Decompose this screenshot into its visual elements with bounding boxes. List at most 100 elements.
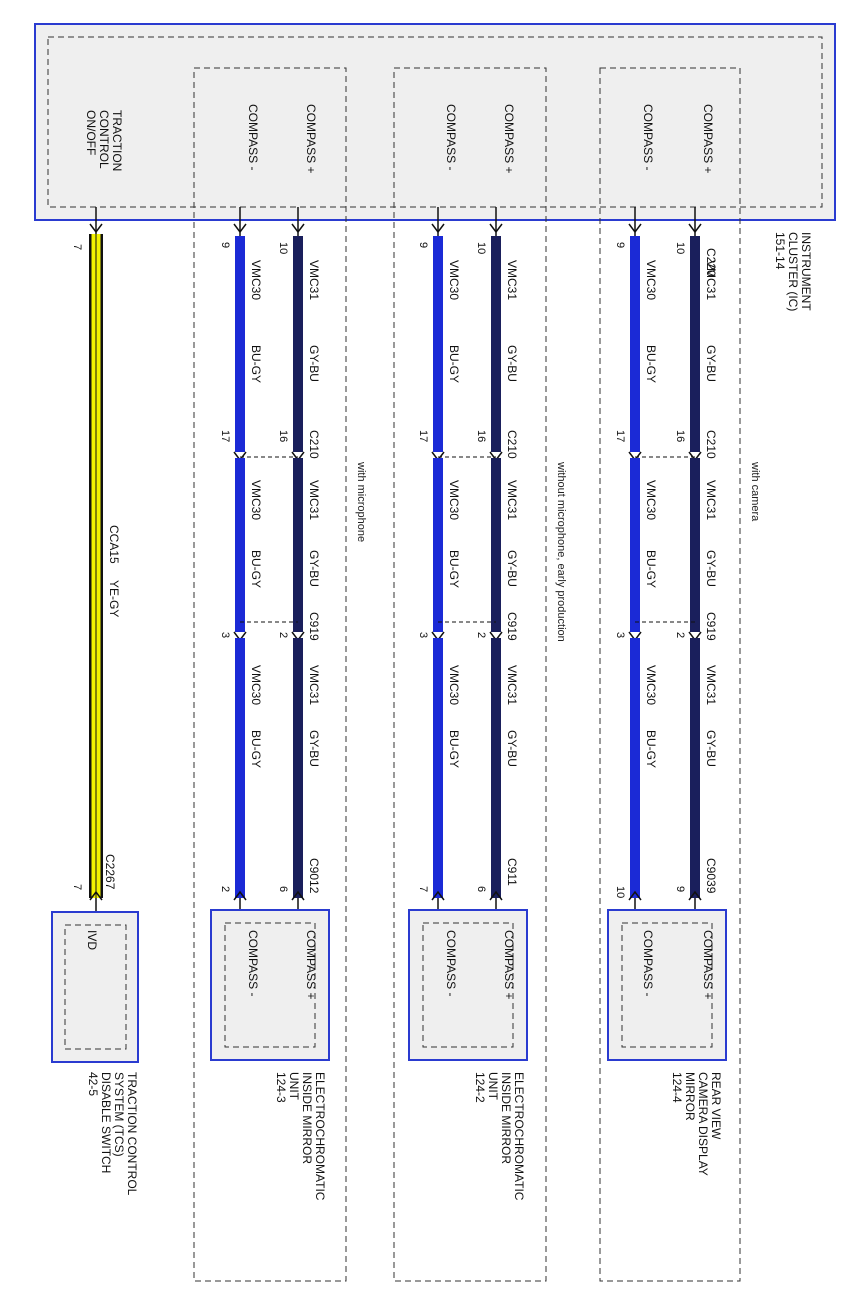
ic-pin-minus-number: 9	[219, 242, 231, 248]
device-pin-minus: 10	[614, 886, 626, 898]
wire-seg1-minus	[630, 236, 640, 452]
device-ref: 124-4	[670, 1072, 684, 1103]
ic-pin-compass-plus: COMPASS +	[502, 104, 516, 173]
wire-seg3-minus	[235, 638, 245, 898]
ic-pin-compass-minus: COMPASS -	[641, 104, 655, 170]
ic-pin-traction-line1: TRACTION	[110, 110, 124, 171]
device-pin-plus: 6	[277, 886, 289, 892]
connector-c220: C220	[704, 248, 718, 277]
branch-2: without microphone, early productionCOMP…	[393, 67, 567, 1282]
wire-plus-circuit-label: VMC31	[505, 260, 519, 300]
terminal-ic-minus	[431, 223, 445, 234]
c210-pin-plus: 16	[475, 430, 487, 442]
wire-plus-color-label: GY-BU	[307, 345, 321, 382]
connector-c210: C210	[307, 430, 321, 459]
instrument-cluster-module: INSTRUMENT CLUSTER (IC) 151-14	[34, 23, 836, 311]
wire-plus-circuit-label: VMC31	[704, 480, 718, 520]
wire-plus-color-label: GY-BU	[704, 550, 718, 587]
device-module-inner	[224, 922, 316, 1048]
wire-seg2-minus	[235, 458, 245, 632]
wire-minus-circuit-label: VMC30	[249, 665, 263, 705]
device-ref: 124-3	[274, 1072, 288, 1103]
wire-minus-circuit-label: VMC30	[447, 260, 461, 300]
ic-pin-minus-number: 9	[614, 242, 626, 248]
connector-c210: C210	[704, 430, 718, 459]
ic-pin-compass-minus: COMPASS -	[444, 104, 458, 170]
tcs-name-line2: SYSTEM (TCS)	[112, 1072, 126, 1157]
device-name-line1: ELECTROCHROMATIC	[512, 1072, 526, 1201]
wire-seg3-minus	[630, 638, 640, 898]
terminal-device-plus	[489, 890, 503, 901]
ic-pin-compass-minus: COMPASS -	[246, 104, 260, 170]
tcs-connector: C2267	[103, 854, 117, 890]
terminal-device-plus	[291, 890, 305, 901]
device-module-inner	[621, 922, 713, 1048]
ic-pin-plus-number: 10	[277, 242, 289, 254]
tcs-device-pin: 7	[71, 884, 83, 890]
variant-frame	[193, 67, 347, 1282]
tcs-ic-pin: 7	[71, 244, 83, 250]
device-name-line3: UNIT	[486, 1072, 500, 1101]
ic-title-line2: CLUSTER (IC)	[786, 232, 800, 311]
tcs-wire	[89, 207, 103, 925]
wire-minus-color-label: BU-GY	[249, 345, 263, 383]
tcs-name-line1: TRACTION CONTROL	[125, 1072, 139, 1196]
connector-device: C9039	[704, 858, 718, 894]
device-module	[210, 909, 330, 1061]
terminal-ic-minus	[628, 223, 642, 234]
terminal-device-minus	[431, 890, 445, 901]
device-name-line1: REAR VIEW	[709, 1072, 723, 1140]
wire-minus-color-label: BU-GY	[249, 550, 263, 588]
wire-plus-circuit-label: VMC31	[704, 665, 718, 705]
c210-pin-plus: 16	[674, 430, 686, 442]
connector-c919: C919	[704, 612, 718, 641]
wire-minus-circuit-label: VMC30	[447, 665, 461, 705]
c210-pin-minus: 17	[417, 430, 429, 442]
wire-seg1-minus	[235, 236, 245, 452]
ic-pin-plus-number: 10	[475, 242, 487, 254]
tcs-name-line3: DISABLE SWITCH	[99, 1072, 113, 1173]
wire-minus-color-label: BU-GY	[447, 550, 461, 588]
ic-pin-compass-plus: COMPASS +	[304, 104, 318, 173]
ic-pin-plus-number: 10	[674, 242, 686, 254]
wire-plus-color-label: GY-BU	[505, 345, 519, 382]
device-name-line2: CAMERA DISPLAY	[696, 1072, 710, 1176]
wire-seg2-plus	[690, 458, 700, 632]
device-pin-compass-minus: COMPASS -	[246, 930, 260, 996]
tcs-ref: 42-5	[86, 1072, 100, 1096]
variant-note: without microphone, early production	[555, 461, 567, 642]
c919-pin-minus: 3	[614, 632, 626, 638]
wire-seg3-minus	[433, 638, 443, 898]
wire-seg1-plus	[690, 236, 700, 452]
c210-pin-minus: 17	[614, 430, 626, 442]
wire-plus-circuit-label: VMC31	[704, 260, 718, 300]
wire-seg2-minus	[630, 458, 640, 632]
ic-title-line1: INSTRUMENT	[799, 232, 813, 311]
variant-frame	[599, 67, 741, 1282]
tcs-wire-circuit: CCA15	[107, 525, 121, 564]
connector-c919: C919	[505, 612, 519, 641]
terminal-ic-plus	[489, 223, 503, 234]
wire-minus-circuit-label: VMC30	[644, 480, 658, 520]
ic-pin-traction-line2: CONTROL	[97, 110, 111, 169]
wire-plus-circuit-label: VMC31	[307, 260, 321, 300]
device-module	[607, 909, 727, 1061]
c919-pin-plus: 2	[277, 632, 289, 638]
device-pin-compass-plus: COMPASS +	[701, 930, 715, 999]
device-pin-minus: 7	[417, 886, 429, 892]
wire-minus-color-label: BU-GY	[644, 730, 658, 768]
terminal-ic-plus	[688, 223, 702, 234]
wire-minus-color-label: BU-GY	[447, 345, 461, 383]
device-pin-compass-minus: COMPASS -	[444, 930, 458, 996]
wire-plus-color-label: GY-BU	[704, 730, 718, 767]
variant-note: with camera	[749, 461, 761, 522]
tcs-pin-label: IVD	[85, 930, 99, 950]
wire-minus-circuit-label: VMC30	[447, 480, 461, 520]
wire-plus-circuit-label: VMC31	[307, 665, 321, 705]
wire-seg2-minus	[433, 458, 443, 632]
wire-minus-circuit-label: VMC30	[249, 260, 263, 300]
